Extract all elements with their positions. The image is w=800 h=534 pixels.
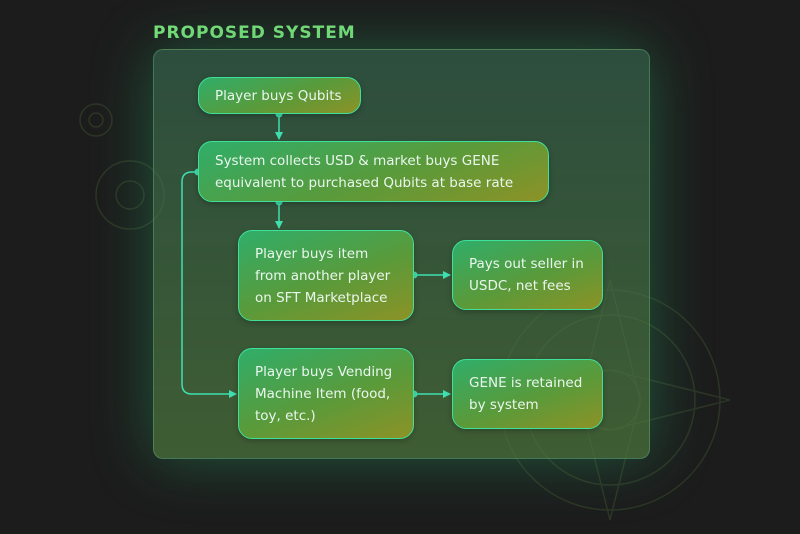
node-text-line: equivalent to purchased Qubits at base r…: [215, 174, 514, 191]
node-text-line: toy, etc.): [255, 407, 316, 424]
node-text-line: Player buys Qubits: [215, 87, 342, 104]
node-text-line: Player buys Vending: [255, 363, 393, 380]
node-gene-retained: GENE is retained by system: [452, 359, 603, 429]
node-system-collects-usd: System collects USD & market buys GENE e…: [198, 141, 549, 202]
node-text-line: System collects USD & market buys GENE: [215, 152, 500, 169]
node-player-buys-qubits: Player buys Qubits: [198, 77, 361, 114]
node-player-buys-item: Player buys item from another player on …: [238, 230, 414, 321]
node-text-line: from another player: [255, 267, 391, 284]
node-text-line: USDC, net fees: [469, 278, 571, 294]
node-pays-out-seller: Pays out seller in USDC, net fees: [452, 240, 603, 310]
node-player-buys-vending-item: Player buys Vending Machine Item (food, …: [238, 348, 414, 439]
node-text-line: Player buys item: [255, 245, 369, 262]
page-title: PROPOSED SYSTEM: [153, 23, 356, 43]
node-text-line: GENE is retained: [469, 375, 583, 391]
node-text-line: Pays out seller in: [469, 256, 584, 272]
node-text-line: on SFT Marketplace: [255, 289, 388, 306]
node-text-line: Machine Item (food,: [255, 385, 391, 402]
node-text-line: by system: [469, 397, 539, 413]
